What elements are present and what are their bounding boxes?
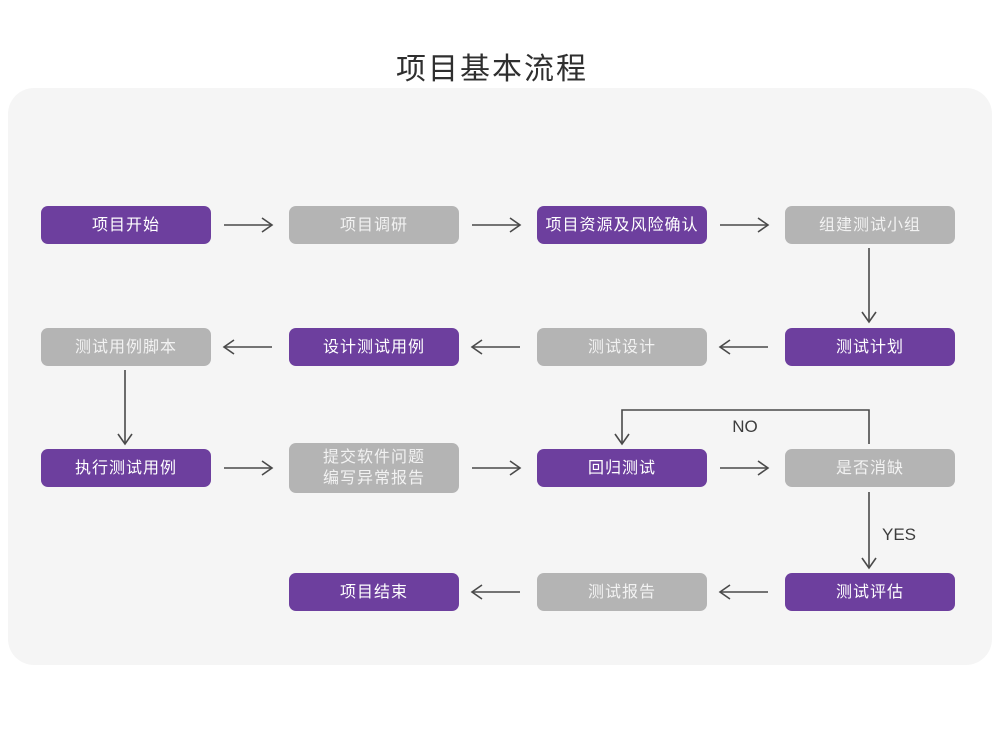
node-project-research[interactable]: 项目调研 [289,206,459,244]
node-defect-resolved[interactable]: 是否消缺 [785,449,955,487]
node-test-evaluation[interactable]: 测试评估 [785,573,955,611]
node-test-plan[interactable]: 测试计划 [785,328,955,366]
node-regression-test[interactable]: 回归测试 [537,449,707,487]
page-title: 项目基本流程 [396,53,588,86]
flowchart-card [8,88,992,665]
node-execute-test-case[interactable]: 执行测试用例 [41,449,211,487]
node-test-report[interactable]: 测试报告 [537,573,707,611]
node-test-case-script[interactable]: 测试用例脚本 [41,328,211,366]
node-design-test-case[interactable]: 设计测试用例 [289,328,459,366]
node-test-design[interactable]: 测试设计 [537,328,707,366]
node-submit-issue-report[interactable]: 提交软件问题 编写异常报告 [289,443,459,493]
node-project-start[interactable]: 项目开始 [41,206,211,244]
node-resource-risk-confirm[interactable]: 项目资源及风险确认 [537,206,707,244]
node-build-test-team[interactable]: 组建测试小组 [785,206,955,244]
node-project-end[interactable]: 项目结束 [289,573,459,611]
